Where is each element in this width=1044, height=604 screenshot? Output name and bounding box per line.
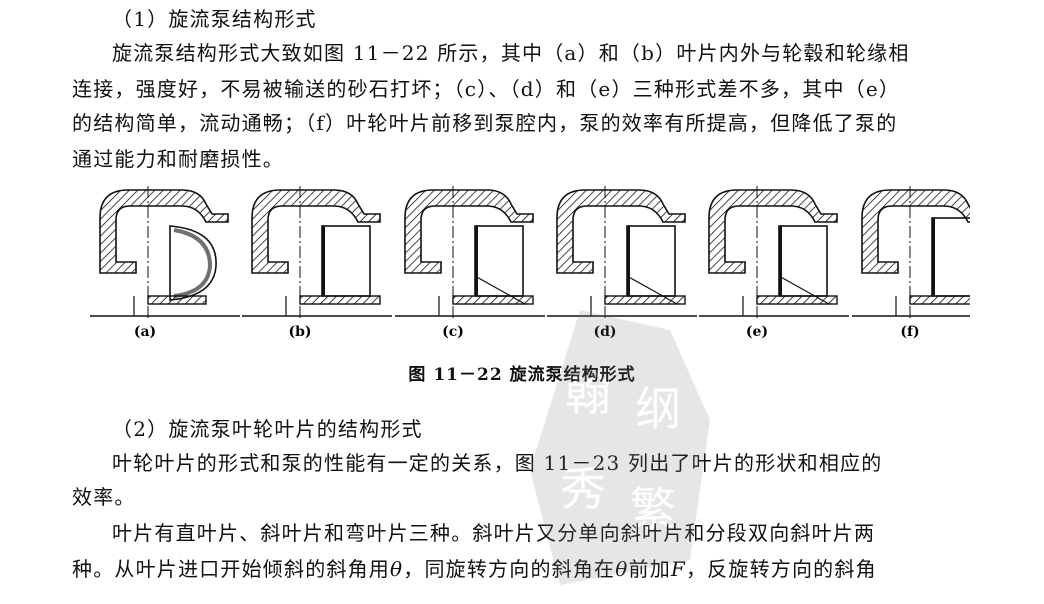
label-d: (d) [593, 324, 616, 340]
casing-wall [404, 189, 534, 274]
svg-text:繁: 繁 [630, 482, 676, 536]
svg-text:秀: 秀 [560, 462, 606, 516]
hub-plate [756, 295, 838, 305]
inclined-edge [474, 275, 526, 305]
pump-section-d [547, 186, 697, 318]
blade-edge [475, 226, 478, 296]
section2-para2-line-1: 叶片有直叶片、斜叶片和弯叶片三种。斜叶片又分单向斜叶片和分段双向斜叶片两 [112, 521, 876, 545]
pump-section-c [395, 186, 545, 318]
blade-outline [931, 217, 970, 297]
label-f: (f) [900, 324, 919, 340]
label-e: (e) [746, 324, 768, 340]
para2-text-c: 前加 [628, 557, 671, 581]
svg-text:纲: 纲 [635, 382, 681, 436]
pump-section-b [242, 186, 392, 318]
section2-para2-line-2: 种。从叶片进口开始倾斜的斜角用θ，同旋转方向的斜角在θ前加F，反旋转方向的斜角 [72, 552, 1002, 586]
hub-plate [299, 295, 381, 305]
hub-plate [909, 295, 970, 305]
blade-edge [322, 226, 325, 296]
figure-drawings [90, 186, 970, 318]
curved-blade [169, 225, 217, 301]
section2-heading: （2）旋流泵叶轮叶片的结构形式 [112, 417, 423, 441]
label-b: (b) [288, 324, 311, 340]
theta-symbol-2: θ [615, 557, 628, 581]
figure-caption: 图 11－22 旋流泵结构形式 [408, 365, 636, 385]
para2-text-b: ，同旋转方向的斜角在 [403, 557, 616, 581]
blade-rim [173, 228, 213, 298]
section2-para1-line-2: 效率。 [72, 485, 136, 509]
label-c: (c) [442, 324, 464, 340]
stamp-watermark: 翰 纲 秀 繁 [530, 310, 710, 585]
section1-line-2: 连接，强度好，不易被输送的砂石打坏；（c）、（d）和（e）三种形式差不多，其中（… [72, 77, 901, 101]
blade-outline [321, 225, 371, 297]
section1-line-3: 的结构简单，流动通畅；（f）叶轮叶片前移到泵腔内，泵的效率有所提高，但降低了泵的 [72, 111, 898, 135]
pump-section-a [90, 186, 240, 318]
casing-wall [708, 189, 838, 274]
section2-para1-line-1: 叶轮叶片的形式和泵的性能有一定的关系，图 11－23 列出了叶片的形状和相应的 [112, 451, 883, 475]
svg-text:翰: 翰 [565, 367, 611, 421]
casing-wall [556, 189, 686, 274]
figure-labels: (a) (b) (c) (d) (e) (f) [134, 324, 920, 340]
blade-outline [626, 225, 676, 297]
pump-section-f [852, 186, 970, 318]
section1-line-1: 旋流泵结构形式大致如图 11－22 所示，其中（a）和（b）叶片内外与轮毂和轮缘… [112, 41, 910, 65]
para2-text-d: ，反旋转方向的斜角 [685, 557, 877, 581]
casing-wall [861, 189, 970, 274]
blade-outline [474, 225, 524, 297]
blade-outline [778, 225, 828, 297]
pump-section-e [699, 186, 849, 318]
para2-text-a: 种。从叶片进口开始倾斜的斜角用 [72, 557, 390, 581]
blade-edge [932, 218, 935, 296]
section1-heading: （1）旋流泵结构形式 [112, 7, 317, 31]
section1-line-4: 通过能力和耐磨损性。 [72, 147, 284, 171]
blade-edge [779, 226, 782, 296]
inclined-edge [778, 275, 830, 305]
label-a: (a) [134, 324, 156, 340]
inclined-edge [626, 275, 678, 305]
blade-edge [627, 226, 630, 296]
theta-symbol-1: θ [390, 557, 404, 581]
pump-structure-figure: (a) (b) (c) (d) (e) (f) [90, 186, 970, 340]
f-symbol: F [670, 557, 686, 581]
casing-wall [251, 189, 381, 274]
casing-wall [99, 189, 229, 274]
